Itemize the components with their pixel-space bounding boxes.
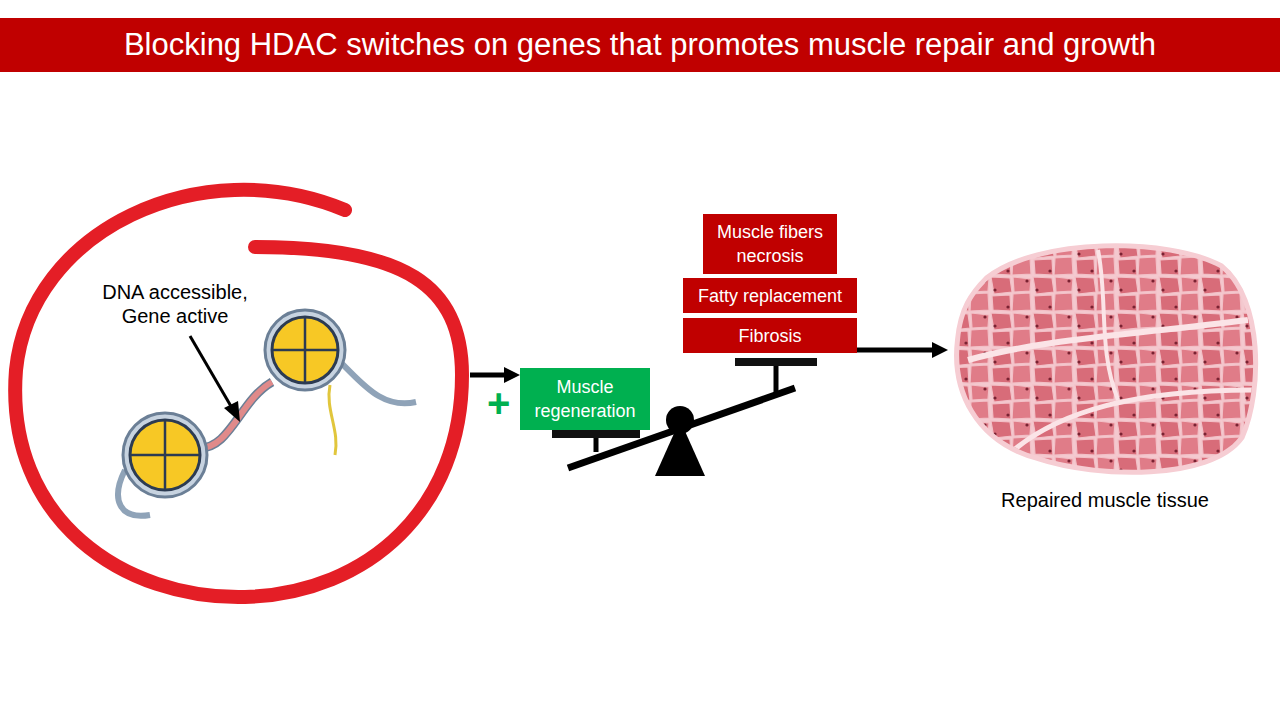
- callout-text: DNA accessible, Gene active: [95, 280, 255, 328]
- histone-core: [272, 317, 338, 383]
- flow-arrow: [470, 367, 520, 383]
- title-text: Blocking HDAC switches on genes that pro…: [124, 27, 1156, 63]
- left-pan-post: [594, 438, 599, 452]
- nucleosome: [123, 413, 207, 497]
- pivot-hub: [666, 406, 694, 434]
- histone-tail: [329, 385, 336, 455]
- linker-dna-outline: [198, 382, 272, 448]
- pointer-arrow: [190, 336, 240, 422]
- muscle-tissue: [948, 240, 1262, 520]
- right-pan: [735, 358, 817, 366]
- arrow-head: [932, 342, 948, 358]
- tissue-outline: [959, 248, 1253, 469]
- nucleosome: [265, 310, 345, 390]
- benefit-box: Muscle regeneration: [520, 368, 650, 430]
- fascia-lines: [968, 250, 1253, 455]
- pointer-head: [224, 401, 240, 422]
- fascia-line: [1008, 390, 1253, 455]
- damage-box: Muscle fibers necrosis: [703, 214, 837, 274]
- title-banner: Blocking HDAC switches on genes that pro…: [0, 18, 1280, 72]
- tissue-image: Repaired muscle tissue: [948, 240, 1262, 520]
- red-loop: [10, 135, 470, 605]
- left-pan: [552, 430, 640, 438]
- image-caption: Repaired muscle tissue: [948, 488, 1262, 512]
- highlight-loop: DNA accessible, Gene active: [10, 135, 470, 605]
- fascia-line: [1098, 250, 1118, 400]
- right-pan-post: [774, 366, 779, 396]
- histone-division: [304, 317, 307, 383]
- arrow-head: [504, 367, 520, 383]
- box-label: Fatty replacement: [698, 284, 842, 308]
- box-label: Muscle fibers necrosis: [709, 220, 831, 268]
- pointer-line: [190, 336, 232, 408]
- dna-strands: [118, 360, 416, 516]
- box-label: Muscle regeneration: [526, 375, 644, 423]
- histone-division: [164, 420, 167, 490]
- tissue-cells: [959, 248, 1253, 469]
- loop-stroke: [15, 190, 462, 597]
- dna-strand: [338, 360, 416, 403]
- histone-core: [130, 420, 200, 490]
- flow-arrow: [857, 342, 948, 358]
- arrow-shaft: [470, 373, 506, 378]
- arrow-shaft: [857, 348, 934, 353]
- damage-box: Fatty replacement: [683, 278, 857, 313]
- dna-wrap: [123, 413, 207, 497]
- plus-sign: +: [487, 388, 510, 418]
- box-label: Fibrosis: [738, 324, 801, 348]
- dna-wrap: [265, 310, 345, 390]
- linker-dna: [198, 382, 272, 448]
- damage-box: Fibrosis: [683, 318, 857, 353]
